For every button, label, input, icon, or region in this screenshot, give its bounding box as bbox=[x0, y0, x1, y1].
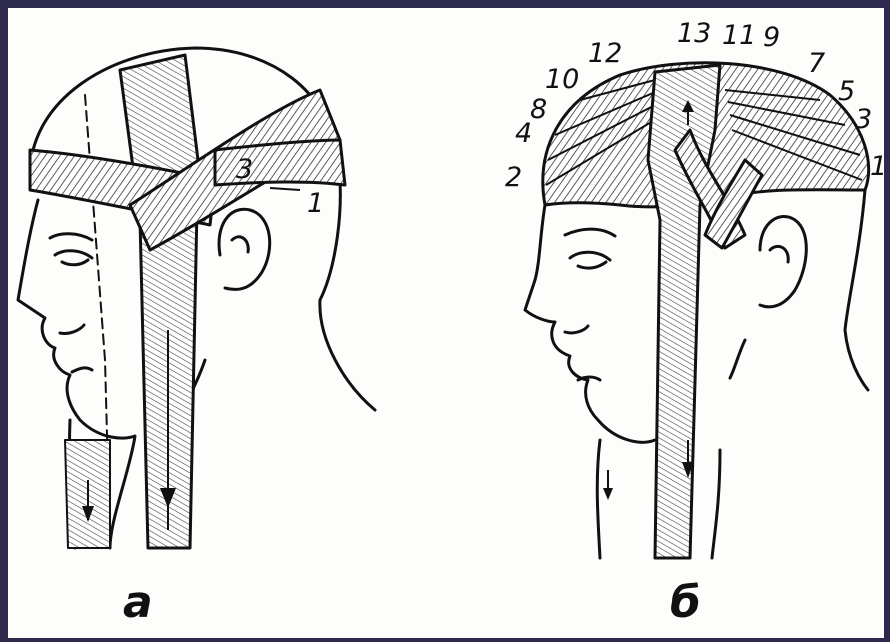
figure-b-tour-label-13: 13 bbox=[677, 18, 711, 49]
figure-b-tour-label-7: 7 bbox=[808, 48, 825, 79]
figure-b-tour-label-10: 10 bbox=[545, 64, 579, 95]
figure-b-face-profile bbox=[525, 205, 655, 442]
figure-b-bandage-cap bbox=[543, 63, 869, 558]
figure-b-tour-label-11: 11 bbox=[722, 20, 756, 51]
figure-b-head-outline bbox=[845, 190, 868, 390]
figure-a-hanging-strip bbox=[65, 55, 198, 548]
figure-b-eye bbox=[570, 252, 610, 268]
figure-a-eye bbox=[55, 251, 92, 265]
figure-a-ear bbox=[219, 209, 270, 289]
figure-b-tour-label-9: 9 bbox=[763, 22, 780, 53]
figure-a-caption: а bbox=[123, 577, 153, 628]
figure-b-tour-label-5: 5 bbox=[838, 76, 855, 107]
figure-b-tour-label-12: 12 bbox=[588, 38, 622, 69]
figure-b-ear bbox=[760, 217, 806, 307]
figure-b-tour-label-8: 8 bbox=[530, 94, 547, 125]
figure-b-caption: б bbox=[670, 577, 701, 628]
figure-a-tour-label-1: 1 bbox=[307, 188, 324, 219]
figure-b-tour-label-1: 1 bbox=[870, 151, 884, 182]
figure-a-tour-label-3: 3 bbox=[236, 154, 253, 185]
figure-b-tour-label-4: 4 bbox=[515, 118, 532, 149]
illustration-panel: 3 1 а bbox=[8, 8, 884, 638]
figure-b-tour-label-2: 2 bbox=[505, 162, 522, 193]
figure-b-tour-label-3: 3 bbox=[855, 104, 872, 135]
